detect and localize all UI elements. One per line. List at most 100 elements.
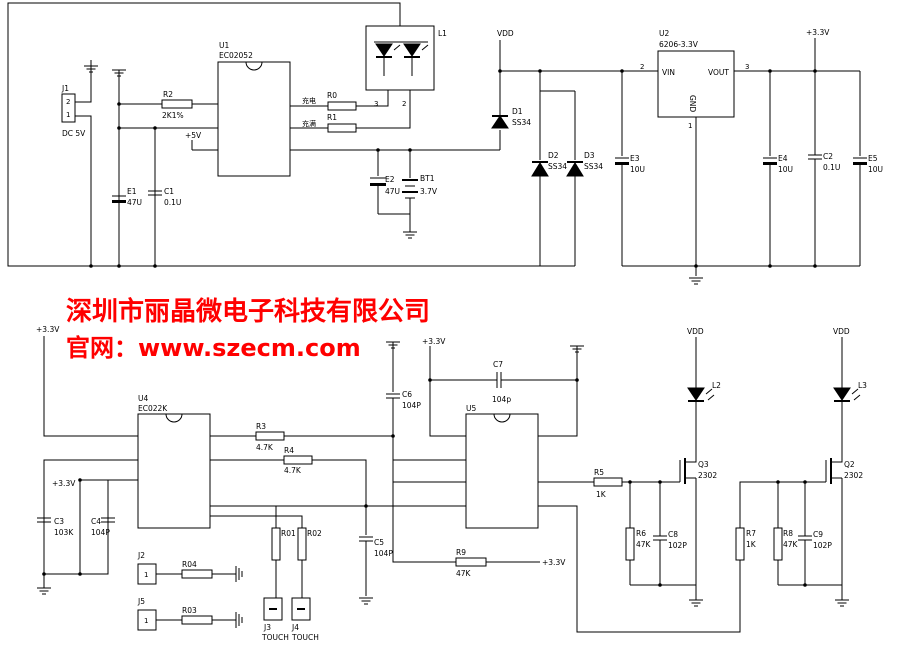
r8-label: R8 (783, 529, 793, 538)
j1-dc-label: DC 5V (62, 129, 86, 138)
vdd-label-l3: VDD (833, 327, 850, 336)
j1-connector (61, 93, 76, 123)
r3-value: 4.7K (256, 443, 274, 452)
c5-value: 104P (374, 549, 393, 558)
full-label: 充满 (302, 119, 316, 128)
u2-vout: VOUT (708, 68, 729, 77)
vdd-label-l2: VDD (687, 327, 704, 336)
c6-label: C6 (402, 390, 412, 399)
r7-label: R7 (746, 529, 756, 538)
r1-label: R1 (327, 113, 337, 122)
e1-label: E1 (127, 187, 137, 196)
j1-pin2: 2 (66, 98, 70, 106)
u1-part: EC02052 (219, 51, 253, 60)
c9-label: C9 (813, 530, 823, 539)
e2-label: E2 (385, 175, 395, 184)
u5-label: U5 (466, 404, 476, 413)
r0-label: R0 (327, 91, 337, 100)
d3-value: SS34 (584, 162, 603, 171)
r2-value: 2K1% (162, 111, 184, 120)
d2-value: SS34 (548, 162, 567, 171)
v33-label-mid: +3.3V (422, 337, 446, 346)
r9-value: 47K (456, 569, 472, 578)
r5-label: R5 (594, 468, 604, 477)
u2-part: 6206-3.3V (659, 40, 699, 49)
vdd-label-top: VDD (497, 29, 514, 38)
c3-value: 103K (54, 528, 74, 537)
c8-value: 102P (668, 541, 687, 550)
q2-part: 2302 (844, 471, 863, 480)
l1-label: L1 (438, 29, 447, 38)
c2-label: C2 (823, 152, 833, 161)
r6-label: R6 (636, 529, 646, 538)
r9-resistor (455, 557, 487, 567)
u5-chip (465, 413, 539, 529)
charger-section: J1 2 1 DC 5V R2 2K1% +5V E1 47U C1 0.1U (7, 2, 575, 268)
c4-value: 104P (91, 528, 110, 537)
e5-label: E5 (868, 154, 878, 163)
l3-label: L3 (858, 381, 867, 390)
r04-resistor (181, 569, 213, 579)
r4-value: 4.7K (284, 466, 302, 475)
r5-value: 1K (596, 490, 607, 499)
j5-label: J5 (137, 597, 145, 606)
u1-label: U1 (219, 41, 229, 50)
v33-label-left: +3.3V (36, 325, 60, 334)
u4-part: EC022K (138, 404, 168, 413)
u2-pin1: 1 (688, 122, 692, 130)
touch-section: +3.3V U4 EC022K +3.3V C3 103K C4 104P R3… (36, 325, 393, 642)
company-name: 深圳市丽晶微电子科技有限公司 (66, 296, 430, 327)
l2-label: L2 (712, 381, 721, 390)
r3-label: R3 (256, 422, 266, 431)
d3-label: D3 (584, 151, 595, 160)
c6-value: 104P (402, 401, 421, 410)
v5-label: +5V (185, 131, 202, 140)
r01-label: R01 (281, 529, 296, 538)
c7-value: 104p (492, 395, 511, 404)
r0-resistor (327, 101, 357, 111)
r02-label: R02 (307, 529, 322, 538)
r4-resistor (283, 455, 313, 465)
v33-label-r9: +3.3V (542, 558, 566, 567)
e2-value: 47U (385, 187, 400, 196)
u2-gnd: GND (688, 95, 697, 112)
r8-value: 47K (783, 540, 799, 549)
j1-pin1: 1 (66, 111, 70, 119)
u2-pin2: 2 (640, 63, 644, 71)
q3-part: 2302 (698, 471, 717, 480)
d1-label: D1 (512, 107, 523, 116)
website: 官网：www.szecm.com (66, 334, 361, 362)
u2-pin3: 3 (745, 63, 749, 71)
u2-vin: VIN (662, 68, 675, 77)
c1-value: 0.1U (164, 198, 181, 207)
u4-label: U4 (138, 394, 148, 403)
r4-label: R4 (284, 446, 294, 455)
l1-pin2: 2 (402, 100, 406, 108)
c1-label: C1 (164, 187, 174, 196)
v33-label-top: +3.3V (806, 28, 830, 37)
c4-label: C4 (91, 517, 101, 526)
e5-value: 10U (868, 165, 883, 174)
e4-value: 10U (778, 165, 793, 174)
r2-resistor (161, 99, 193, 109)
r7-resistor (735, 527, 745, 561)
r2-label: R2 (163, 90, 173, 99)
c7-label: C7 (493, 360, 503, 369)
r04-label: R04 (182, 560, 197, 569)
e3-value: 10U (630, 165, 645, 174)
u2-regulator (657, 50, 735, 118)
r6-value: 47K (636, 540, 652, 549)
r01-resistor (271, 527, 281, 561)
u2-label: U2 (659, 29, 669, 38)
q2-label: Q2 (844, 460, 855, 469)
r1-resistor (327, 123, 357, 133)
c9-value: 102P (813, 541, 832, 550)
j3-label: J3 (263, 623, 271, 632)
touch-label-1: TOUCH (261, 633, 289, 642)
e4-label: E4 (778, 154, 788, 163)
d1-value: SS34 (512, 118, 531, 127)
j1-label: J1 (61, 84, 69, 93)
c3-label: C3 (54, 517, 64, 526)
r02-resistor (297, 527, 307, 561)
